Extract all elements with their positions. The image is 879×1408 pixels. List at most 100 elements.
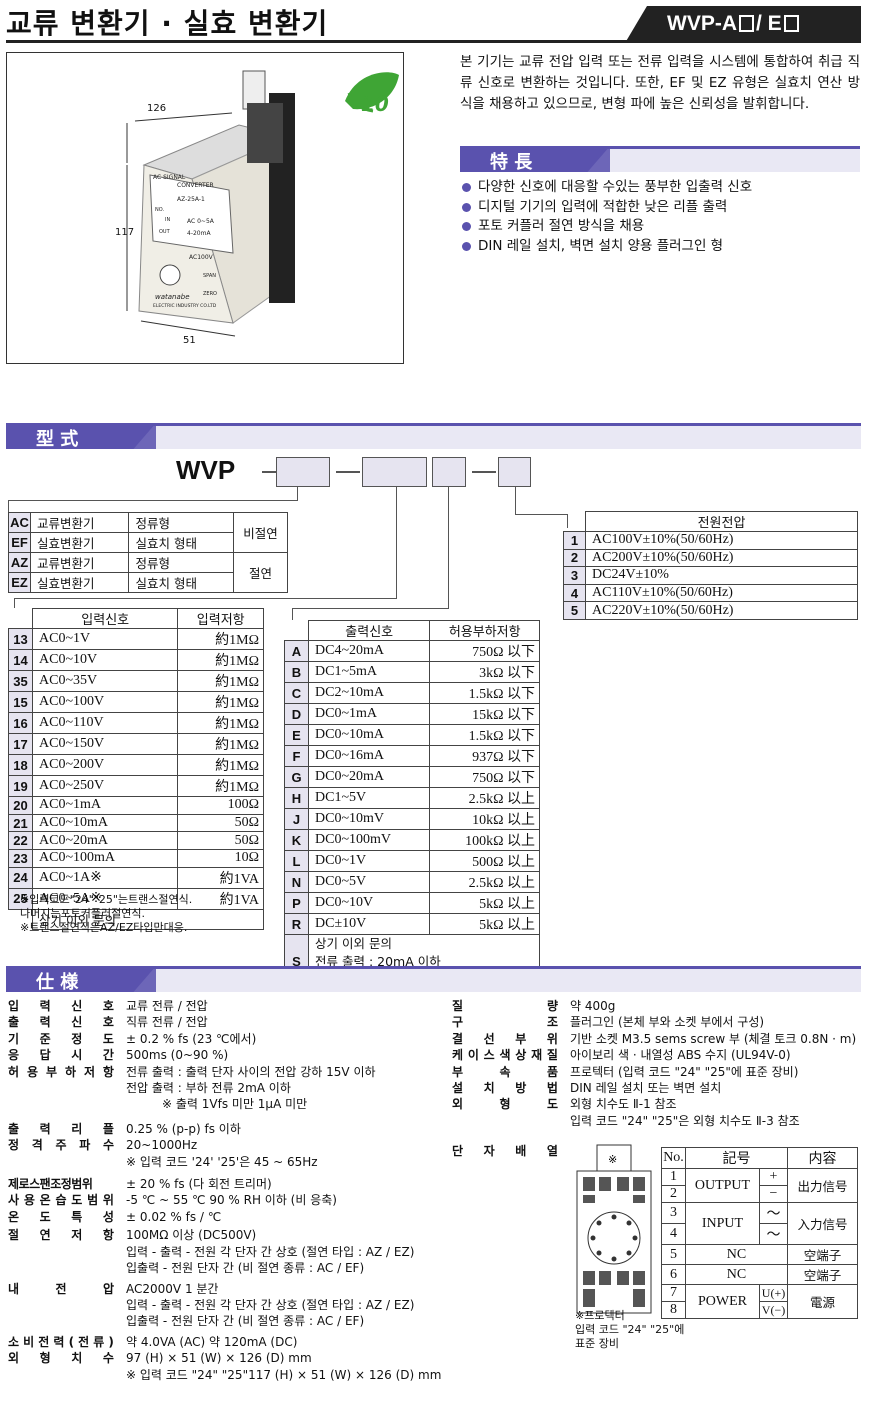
output-code: J <box>284 808 309 830</box>
output-signal: DC0~10mV <box>307 808 431 830</box>
kind-code: AC <box>8 512 31 533</box>
terminal-no: 4 <box>661 1223 686 1245</box>
output-load: 1.5kΩ 以下 <box>429 682 540 704</box>
power-code: 2 <box>563 548 586 568</box>
output-load: 750Ω 以下 <box>429 766 540 788</box>
spec-value-line: AC2000V 1 분간 <box>126 1281 219 1296</box>
spec-value-line: 100MΩ 이상 (DC500V) <box>126 1228 257 1243</box>
eco-badge: 10 <box>361 92 389 116</box>
spec-value-line: 20~1000Hz <box>126 1138 198 1153</box>
model-box-icon <box>783 15 799 32</box>
spec-value-line: 전압 출력 : 부하 전류 2mA 이하 <box>126 1081 291 1096</box>
type-title: 型 式 <box>6 423 156 449</box>
note-line: ※프로텍터 <box>575 1309 625 1322</box>
input-code: 21 <box>8 813 33 833</box>
power-code: 4 <box>563 583 586 603</box>
output-code: R <box>284 913 309 935</box>
type-code: WVP <box>176 455 236 485</box>
terminal-head: 記号 <box>685 1147 788 1169</box>
spec-value-line: 입출력 - 전원 단자 간 (비 절연 종류 : AC / EF) <box>126 1314 365 1329</box>
spec-value-line: ± 0.02 % fs / ℃ <box>126 1209 222 1224</box>
terminal-head: 内容 <box>787 1147 858 1169</box>
terminal-polarity: − <box>759 1185 788 1203</box>
model-prefix: WVP-A <box>667 12 737 35</box>
terminal-symbol: INPUT <box>685 1202 760 1245</box>
input-signal: AC0~100mA <box>31 849 179 868</box>
output-code: H <box>284 787 309 809</box>
input-resistance: 約1MΩ <box>177 649 264 671</box>
terminal-no: 7 <box>661 1284 686 1302</box>
input-signal: AC0~250V <box>31 775 179 797</box>
output-signal: DC1~5V <box>307 787 431 809</box>
feature-item: 다양한 신호에 대응할 수있는 풍부한 입출력 신호 <box>460 178 752 198</box>
kind-group: 비절연 <box>233 512 288 553</box>
kind-method: 정류형 <box>128 512 234 533</box>
kind-name: 실효변환기 <box>29 532 130 553</box>
output-load: 937Ω 以下 <box>429 745 540 767</box>
label-line: AC SIGNAL <box>153 174 186 181</box>
output-signal: DC2~10mA <box>307 682 431 704</box>
output-code: P <box>284 892 309 914</box>
spec-value: 프로텍터 (입력 코드 "24" "25"에 표준 장비) <box>570 1064 798 1080</box>
terminal-polarity: ～ <box>759 1223 788 1245</box>
protector-mark: ※ <box>608 1153 617 1166</box>
spec-value-line: ± 0.2 % fs (23 ℃에서) <box>126 1031 257 1046</box>
type-header: 型 式 <box>6 423 861 449</box>
input-resistance: 50Ω <box>177 831 264 851</box>
input-resistance: 約1MΩ <box>177 691 264 713</box>
terminal-symbol: POWER <box>685 1284 760 1319</box>
spec-value: 약 400g <box>570 998 615 1014</box>
kind-code: AZ <box>8 552 31 573</box>
spec-value-line: 약 400g <box>570 999 616 1013</box>
spec-value: DIN 레일 설치 또는 벽면 설치 <box>570 1080 721 1096</box>
label-line: CONVERTER <box>177 182 214 189</box>
code-box-power <box>498 457 531 487</box>
terminal-no: 5 <box>661 1244 686 1265</box>
terminal-polarity: + <box>759 1168 788 1186</box>
input-code: 20 <box>8 796 33 815</box>
spec-value: 아이보리 색 · 내열성 ABS 수지 (UL94V-0) <box>570 1047 791 1063</box>
kind-name: 교류변환기 <box>29 552 130 573</box>
input-head: 입력저항 <box>177 608 264 629</box>
spec-value: 직류 전류 / 전압 <box>126 1014 208 1030</box>
label-line: ZERO <box>203 291 217 297</box>
spec-value-line: 프로텍터 (입력 코드 "24" "25"에 표준 장비) <box>570 1064 799 1079</box>
output-head: 출력신호 <box>307 620 431 641</box>
label-line: SPAN <box>203 273 216 279</box>
output-code: A <box>284 640 309 662</box>
output-code: K <box>284 829 309 851</box>
spec-value-line: 0.25 % (p-p) fs 이하 <box>126 1121 241 1136</box>
spec-title: 仕 様 <box>6 966 156 992</box>
terminal-no: 2 <box>661 1185 686 1203</box>
input-head: 입력신호 <box>31 608 179 629</box>
spec-value: ± 0.02 % fs / ℃ <box>126 1209 221 1225</box>
terminal-polarity: U(+) <box>759 1284 788 1302</box>
note-line: ※입력코드"24""25"는트랜스절연식. <box>20 893 193 906</box>
label-line: watanabe <box>155 293 190 301</box>
spec-value-line: 전류 출력 : 출력 단자 사이의 전압 강하 15V 이하 <box>126 1064 376 1079</box>
spec-value: ± 20 % fs (다 회전 트리머) <box>126 1176 272 1192</box>
terminal-symbol: OUTPUT <box>685 1168 760 1203</box>
input-signal: AC0~35V <box>31 670 179 692</box>
spec-value-line: ※ 출력 1Vfs 미만 1μA 미만 <box>126 1097 308 1112</box>
output-load: 10kΩ 以上 <box>429 808 540 830</box>
output-signal: DC0~10mA <box>307 724 431 746</box>
power-value: DC24V±10% <box>585 566 858 585</box>
power-code: 3 <box>563 566 586 585</box>
socket-diagram: ※ <box>576 1144 652 1314</box>
spec-value: 97 (H) × 51 (W) × 126 (D) mm※ 입력 코드 "24"… <box>126 1350 441 1383</box>
model-box-icon <box>739 15 754 32</box>
